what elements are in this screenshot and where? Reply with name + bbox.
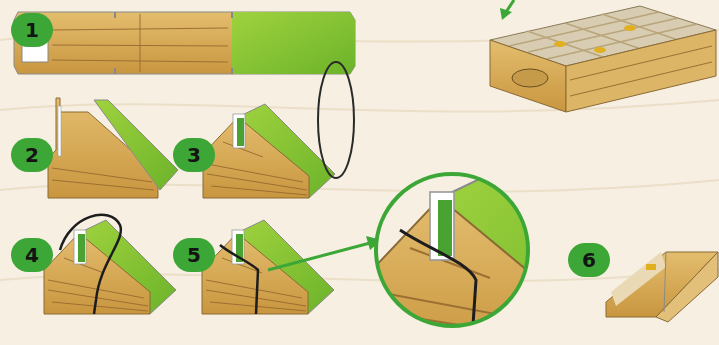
callout-number: 1: [11, 13, 53, 47]
callout-number: 5: [173, 238, 215, 272]
callout-number: 2: [11, 138, 53, 172]
callout-number: 3: [173, 138, 215, 172]
callout-number: 4: [11, 238, 53, 272]
callout-number: 6: [568, 243, 610, 277]
